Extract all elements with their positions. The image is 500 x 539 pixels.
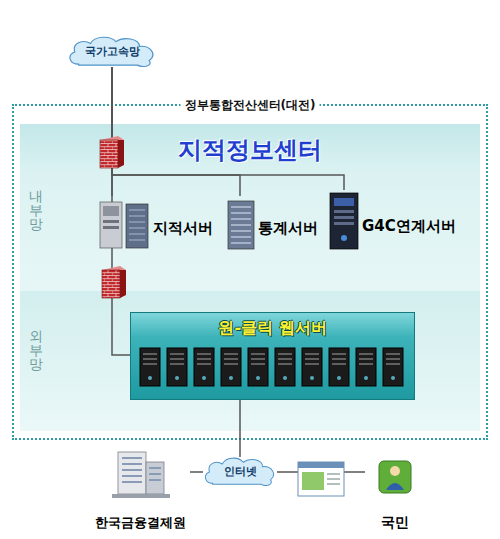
institution-node: 한국금융결제원 <box>90 444 190 536</box>
network-link <box>277 471 365 473</box>
node-text: 통계서버 <box>258 219 318 238</box>
server-icon <box>228 201 254 249</box>
node-text: G4C연계서버 <box>362 217 456 236</box>
server-node: 지적서버 <box>95 196 210 261</box>
network-link <box>239 400 241 457</box>
node-text: 국가고속망 <box>85 44 140 59</box>
person-icon <box>379 461 411 493</box>
node-text: 원-클릭 웹서버 <box>218 318 326 340</box>
node-text: 지적정보센터 <box>178 134 322 164</box>
node-text: 지적서버 <box>153 219 213 238</box>
center-band: 지적정보센터지적서버 통계서버 G4C연계서버 <box>20 124 480 291</box>
node-text: 한국금융결제원 <box>95 514 186 532</box>
network-link <box>111 67 113 196</box>
network-link <box>112 67 240 196</box>
web-server-rack <box>140 348 403 386</box>
server-icon <box>100 202 148 248</box>
firewall-icon <box>100 136 124 168</box>
node-text: 국민 <box>381 514 409 532</box>
network-link <box>190 471 203 473</box>
building-icon <box>112 452 170 498</box>
citizen-node: 국민 <box>365 455 425 536</box>
web-server-box: 원-클릭 웹서버 <box>130 312 415 400</box>
node-text: 정부통합전산센터(대전) <box>181 97 320 114</box>
zone-label: 내부망 <box>27 180 45 222</box>
network-link <box>112 67 130 355</box>
datacenter-boundary: 정부통합전산센터(대전)지적정보센터지적서버통계서버G4C연계서버원-클릭 웹서… <box>12 104 488 440</box>
network-cloud: 국가고속망 <box>67 36 157 67</box>
server-node: 통계서버 <box>225 196 325 261</box>
internet-cloud: 인터넷 <box>203 457 277 486</box>
network-link <box>112 67 344 190</box>
external-net-band <box>20 291 480 431</box>
server-node: G4C연계서버 <box>328 190 478 262</box>
firewall-icon <box>102 266 126 298</box>
server-icon <box>330 193 358 249</box>
node-text: 인터넷 <box>224 464 257 479</box>
zone-label: 외부망 <box>27 320 45 362</box>
browser-icon <box>298 462 344 496</box>
